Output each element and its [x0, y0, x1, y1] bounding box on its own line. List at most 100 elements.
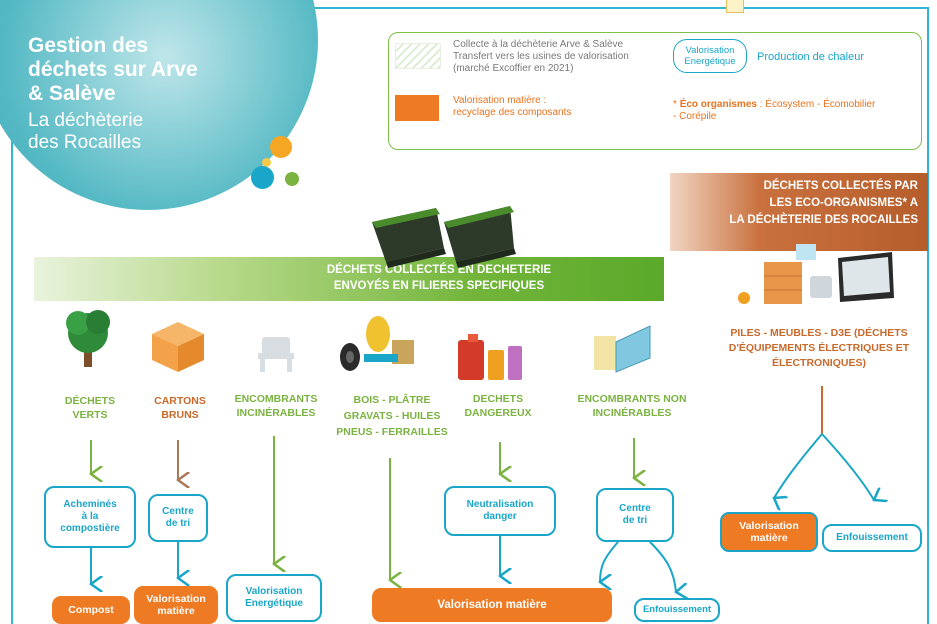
node-line: matière — [750, 532, 788, 544]
category-dechets-verts: DÉCHETS VERTS — [50, 394, 130, 422]
node-line: Valorisation — [739, 520, 799, 532]
category-line: INCINÉRABLES — [592, 407, 672, 419]
node-line: danger — [483, 511, 517, 522]
legend-text-line: Valorisation — [685, 45, 735, 56]
legend-eco-list: - Corépile — [673, 111, 717, 122]
cardboard-box-icon — [152, 322, 204, 372]
legend-orange-swatch — [395, 95, 439, 121]
node-centre-de-tri: Centre de tri — [148, 494, 208, 542]
node-line: Centre — [162, 506, 194, 517]
category-line: PNEUS - FERRAILLES — [336, 426, 448, 438]
legend-text-line: recyclage des composants — [453, 107, 572, 118]
subtitle-line: La déchèterie — [28, 110, 144, 131]
category-line: VERTS — [72, 409, 108, 421]
category-line: ENCOMBRANTS — [234, 393, 318, 405]
arrow-centre-to-enfouissement — [649, 541, 676, 592]
node-line: Acheminés — [63, 499, 117, 510]
legend-valorisation-energetique-box: Valorisation Energétique — [673, 39, 747, 73]
hazardous-containers-icon — [458, 334, 522, 380]
arrow-eco-to-enfouissement — [821, 433, 874, 500]
node-line: matière — [157, 605, 195, 617]
legend-hatch-text: Collecte à la déchèterie Arve & Salève T… — [453, 39, 629, 75]
legend-eco-list: Écosystem - Écomobilier — [765, 99, 876, 110]
category-line: CARTONS — [154, 395, 206, 407]
page-title: Gestion des déchets sur Arve & Salève — [28, 34, 218, 106]
band-line: DÉCHETS COLLECTÉS EN DECHETERIE — [326, 264, 552, 276]
category-bois-platre: BOIS - PLÂTRE GRAVATS - HUILES PNEUS - F… — [322, 392, 462, 440]
legend-eco-title: Éco organismes — [679, 99, 757, 110]
band-line: ENVOYÉS EN FILIERES SPECIFIQUES — [333, 280, 545, 292]
legend-chaleur: Production de chaleur — [757, 51, 865, 63]
arrow-centre-to-matiere-curve — [600, 541, 619, 582]
category-line: DANGEREUX — [464, 407, 532, 419]
legend-text-line: Collecte à la déchèterie Arve & Salève — [453, 39, 624, 50]
decor-dot-yellow — [262, 158, 271, 167]
node-line: à la — [81, 511, 99, 522]
legend-text-line: Transfert vers les usines de valorisatio… — [453, 51, 629, 62]
node-enfouissement: Enfouissement — [634, 598, 720, 622]
category-line: DÉCHETS — [64, 395, 116, 407]
node-centre-de-tri-2: Centre de tri — [596, 488, 674, 542]
category-line: INCINÉRABLES — [236, 407, 316, 419]
garden-chair-icon — [258, 337, 294, 372]
skip-container-icon — [372, 208, 446, 268]
electronics-furniture-icon — [738, 244, 894, 304]
node-line: Energétique — [245, 598, 303, 609]
skip-container-icon — [444, 206, 516, 268]
category-line: ENCOMBRANTS NON — [577, 393, 687, 405]
frame-border — [11, 7, 929, 624]
decor-dot-orange — [270, 136, 292, 158]
title-line: déchets sur Arve — [28, 58, 198, 81]
node-line: de tri — [622, 515, 648, 526]
node-line: Valorisation — [146, 593, 206, 605]
node-compost: Compost — [52, 596, 130, 624]
page-tab-marker — [726, 0, 744, 13]
node-valorisation-matiere-big: Valorisation matière — [372, 588, 612, 622]
category-line: BOIS - PLÂTRE — [353, 394, 431, 406]
legend-text-line: (marché Excoffier en 2021) — [453, 63, 574, 74]
page-subtitle: La déchèterie des Rocailles — [28, 110, 143, 154]
decheterie-header-band: DÉCHETS COLLECTÉS EN DECHETERIE ENVOYÉS … — [34, 257, 664, 301]
legend-matiere-text: Valorisation matière : recyclage des com… — [453, 95, 571, 119]
legend-eco-text: * Éco organismes : Écosystem - Écomobili… — [673, 99, 875, 123]
arrow-eco-to-matiere — [774, 433, 823, 498]
header-line: LES ECO-ORGANISMES* A — [769, 197, 918, 209]
node-valorisation-energetique: Valorisation Energétique — [226, 574, 322, 622]
category-cartons-bruns: CARTONS BRUNS — [140, 394, 220, 422]
tree-icon — [66, 310, 110, 367]
title-line: & Salève — [28, 82, 116, 105]
category-line: DECHETS — [472, 393, 524, 405]
category-line: GRAVATS - HUILES — [343, 410, 441, 422]
header-line: LA DÉCHÈTERIE DES ROCAILLES — [729, 214, 918, 226]
category-encombrants-incinerables: ENCOMBRANTS INCINÉRABLES — [226, 392, 326, 420]
node-line: Valorisation — [245, 586, 303, 597]
category-encombrants-non-incinerables: ENCOMBRANTS NON INCINÉRABLES — [562, 392, 702, 420]
title-line: Gestion des — [28, 34, 149, 57]
decor-dot-green — [285, 172, 299, 186]
legend-box: Collecte à la déchèterie Arve & Salève T… — [388, 32, 922, 150]
legend-eco-star: * — [673, 99, 677, 110]
legend-eco-line: * Éco organismes : Écosystem - Écomobili… — [673, 99, 875, 111]
legend-text-line: Energétique — [684, 56, 736, 67]
tire-and-barrel-icon — [340, 316, 414, 371]
legend-text-line: Valorisation matière : — [453, 95, 547, 106]
category-eco-organismes: PILES - MEUBLES - D3E (DÉCHETS D'ÉQUIPEM… — [728, 327, 910, 369]
node-line: compostière — [60, 523, 120, 534]
eco-organismes-header: DÉCHETS COLLECTÉS PAR LES ECO-ORGANISMES… — [670, 173, 928, 251]
category-line: BRUNS — [161, 409, 199, 421]
legend-eco-sep: : — [756, 99, 766, 110]
node-eco-valorisation-matiere: Valorisation matière — [720, 512, 818, 552]
category-dechets-dangereux: DECHETS DANGEREUX — [448, 392, 548, 420]
header-line: DÉCHETS COLLECTÉS PAR — [763, 180, 918, 192]
node-achemines-compostiere: Acheminés à la compostière — [44, 486, 136, 548]
window-rolls-icon — [594, 325, 651, 373]
node-eco-enfouissement: Enfouissement — [822, 524, 922, 552]
node-line: de tri — [165, 518, 191, 529]
decor-dot-blue — [251, 166, 274, 189]
node-line: Neutralisation — [466, 499, 534, 510]
node-line: Centre — [619, 503, 651, 514]
legend-hatch-swatch — [395, 43, 441, 69]
